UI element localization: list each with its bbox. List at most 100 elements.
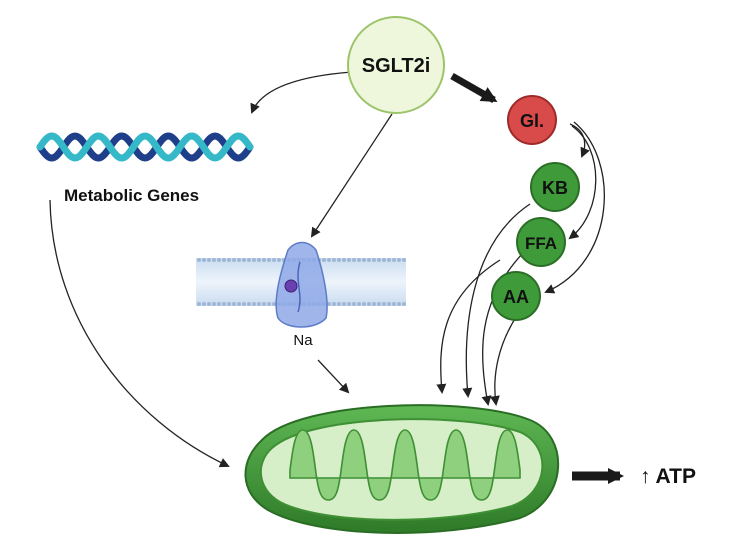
lipid-head [232, 302, 236, 306]
arrow-glucose-to-ffa [568, 125, 597, 240]
aa-label: AA [503, 287, 529, 307]
lipid-head [207, 258, 211, 262]
lipid-head [377, 258, 381, 262]
arrow-drug-to-membrane [310, 113, 393, 238]
lipid-head [267, 302, 271, 306]
lipid-head [362, 302, 366, 306]
lipid-head [347, 258, 351, 262]
lipid-head [382, 258, 386, 262]
lipid-head [337, 258, 341, 262]
sodium-label: Na [293, 332, 313, 349]
lipid-head [392, 258, 396, 262]
lipid-head [277, 258, 281, 262]
lipid-head [402, 258, 406, 262]
lipid-head [197, 258, 201, 262]
mitochondrion-icon [244, 404, 560, 534]
lipid-head [217, 258, 221, 262]
ffa-circle [516, 217, 566, 267]
sglt2i-circle [347, 16, 445, 114]
lipid-head [227, 258, 231, 262]
amino-acids-node: AA [491, 271, 541, 321]
lipid-head [342, 302, 346, 306]
transporter-channel [297, 261, 301, 313]
lipid-head [352, 258, 356, 262]
atp-label: ↑ ATP [640, 465, 696, 488]
lipid-head [202, 302, 206, 306]
aa-circle [491, 271, 541, 321]
lipid-head [387, 302, 391, 306]
lipid-head [352, 302, 356, 306]
arrows [49, 71, 624, 484]
lipid-head [387, 258, 391, 262]
cell-membrane-transporter-icon [196, 241, 406, 328]
arrow-drug-to-glucose-thick [450, 72, 498, 104]
lipid-head [237, 258, 241, 262]
lipid-head [357, 258, 361, 262]
lipid-head [232, 258, 236, 262]
lipid-head [267, 258, 271, 262]
lipid-head [242, 258, 246, 262]
ffa-label: FFA [525, 234, 557, 253]
lipid-head [332, 258, 336, 262]
lipid-head [197, 302, 201, 306]
lipid-head [397, 258, 401, 262]
kb-label: KB [542, 178, 568, 198]
lipid-head [347, 302, 351, 306]
arrow-glucose-to-kb [569, 123, 590, 158]
lipid-head [367, 302, 371, 306]
lipid-head [272, 258, 276, 262]
metabolic-genes-label: Metabolic Genes [64, 186, 199, 205]
lipid-head [252, 258, 256, 262]
arrow-genes-to-mitochondrion [49, 199, 230, 468]
arrow-substrate-1-to-mitochondrion [436, 259, 501, 394]
dna-helix-icon [36, 132, 254, 162]
lipid-head [222, 302, 226, 306]
lipid-head [242, 302, 246, 306]
lipid-head [342, 258, 346, 262]
lipid-head [377, 302, 381, 306]
lipid-head [372, 258, 376, 262]
lipid-head [397, 302, 401, 306]
ketone-bodies-node: KB [530, 162, 580, 212]
lipid-head [392, 302, 396, 306]
lipid-head [227, 302, 231, 306]
lipid-head [367, 258, 371, 262]
lipid-head [237, 302, 241, 306]
lipid-head [262, 258, 266, 262]
glucose-label: Gl. [520, 111, 544, 131]
lipid-head [322, 258, 326, 262]
arrow-aa-to-mitochondrion [489, 313, 519, 406]
sodium-ion-icon [284, 279, 298, 293]
mitochondrion-cristae [289, 429, 521, 501]
lipid-head [252, 302, 256, 306]
lipid-head [327, 258, 331, 262]
lipid-head [262, 302, 266, 306]
glucose-circle [507, 95, 557, 145]
sglt2i-node: SGLT2i [347, 16, 445, 114]
free-fatty-acids-node: FFA [516, 217, 566, 267]
lipid-head [202, 258, 206, 262]
lipid-head [362, 258, 366, 262]
lipid-head [212, 302, 216, 306]
sglt2i-label: SGLT2i [362, 55, 431, 77]
arrow-kb-to-mitochondrion [462, 203, 531, 398]
kb-circle [530, 162, 580, 212]
lipid-head [402, 302, 406, 306]
lipid-head [207, 302, 211, 306]
arrow-sodium-to-mitochondrion [317, 359, 350, 394]
lipid-head [272, 302, 276, 306]
glucose-node: Gl. [507, 95, 557, 145]
lipid-head [372, 302, 376, 306]
lipid-head [257, 302, 261, 306]
transporter-protein [275, 241, 328, 328]
lipid-head [247, 302, 251, 306]
lipid-head [327, 302, 331, 306]
arrow-drug-to-genes [250, 71, 353, 114]
lipid-head [217, 302, 221, 306]
lipid-head [357, 302, 361, 306]
lipid-head [332, 302, 336, 306]
lipid-head [257, 258, 261, 262]
lipid-head [222, 258, 226, 262]
lipid-head [382, 302, 386, 306]
